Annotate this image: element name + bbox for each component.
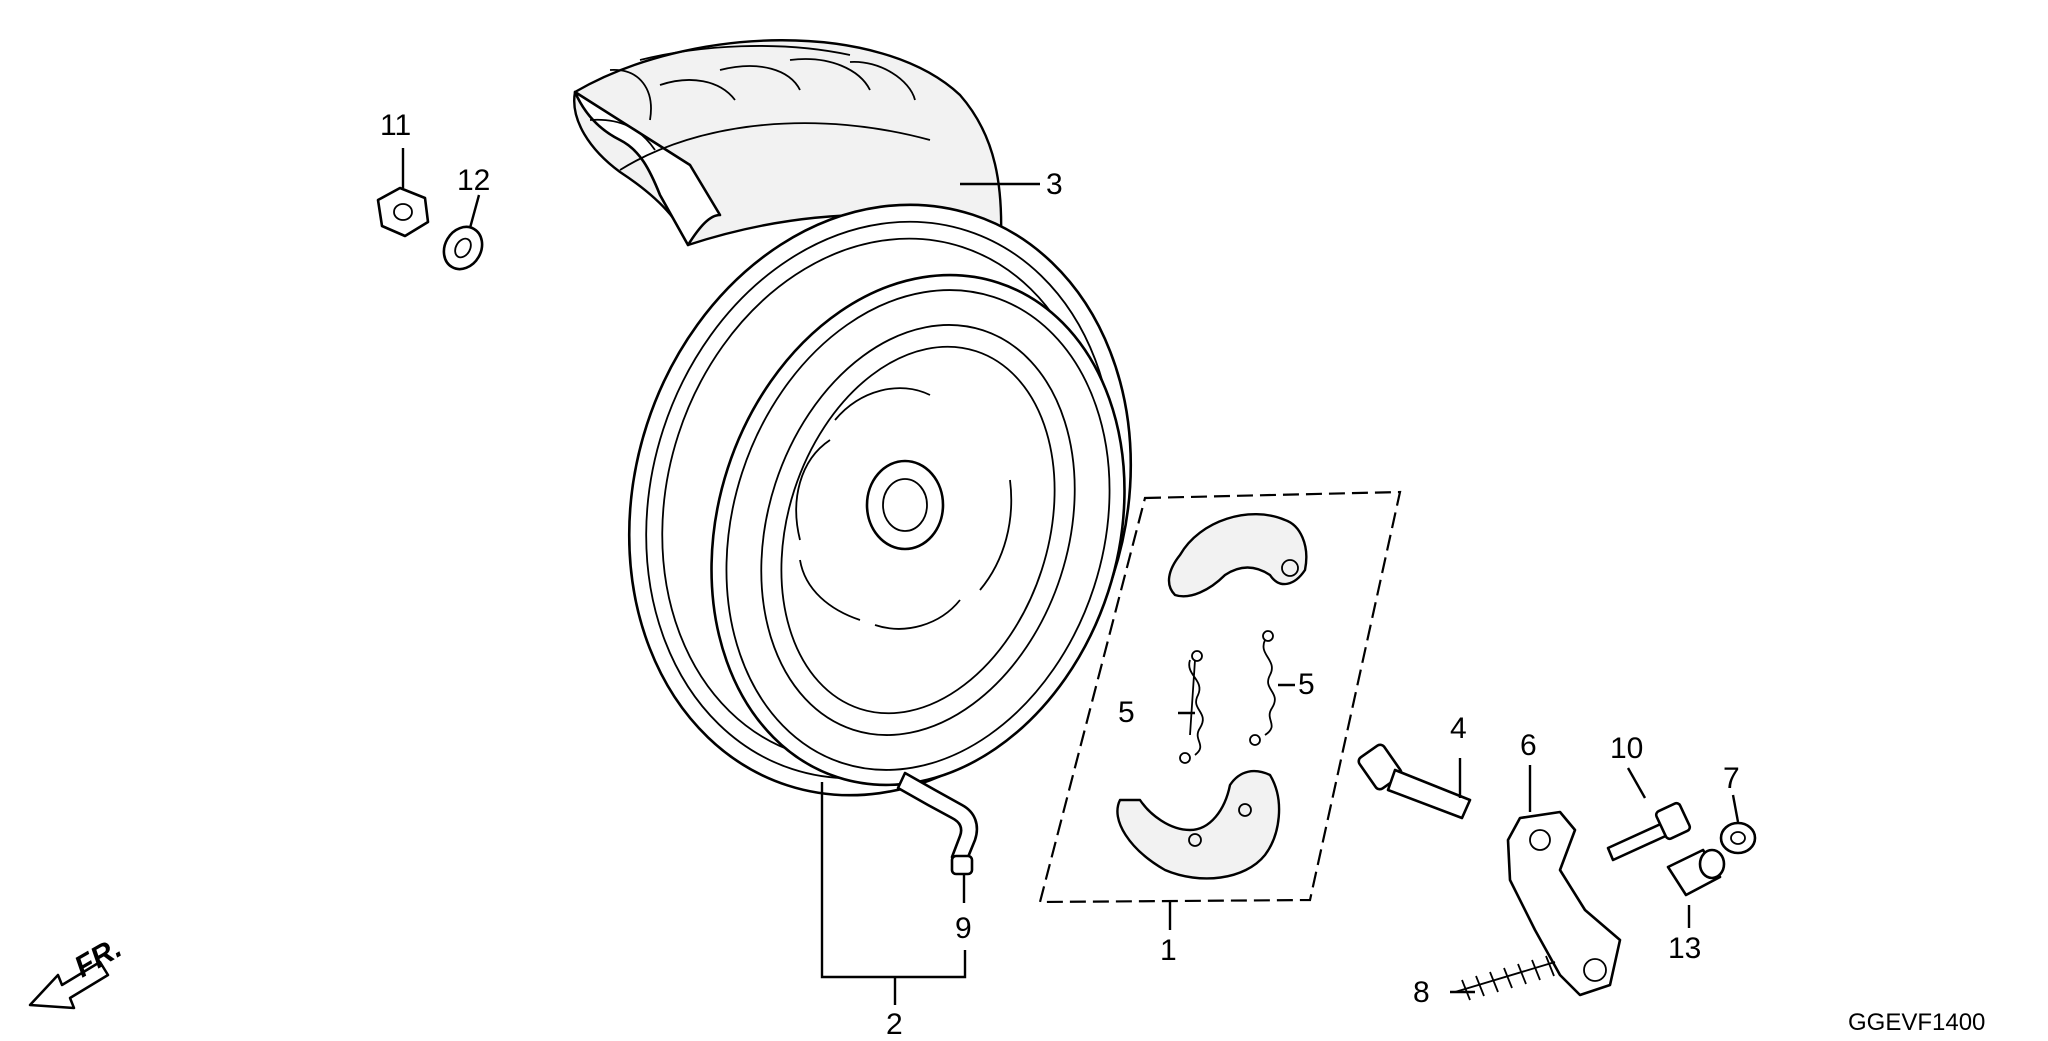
brake-kit-group-outline — [1038, 490, 1402, 904]
axle-nut-illustration — [376, 186, 430, 238]
brake-cam-illustration — [1357, 743, 1472, 820]
callout-3: 3 — [1046, 168, 1063, 201]
front-direction-arrow: FR. — [28, 931, 127, 1010]
wheel-rim-illustration — [627, 203, 1133, 797]
brake-shoe-lower-illustration — [1116, 769, 1281, 880]
diagram-code: GGEVF1400 — [1848, 1009, 1985, 1036]
callout-8: 8 — [1413, 976, 1430, 1009]
callout-labels: 1 2 3 4 5 5 6 7 8 9 10 11 12 13 — [380, 109, 1740, 1041]
callout-2: 2 — [886, 1008, 903, 1041]
callout-1: 1 — [1160, 934, 1177, 967]
bolt-illustration — [1606, 801, 1692, 862]
callout-4: 4 — [1450, 712, 1467, 745]
callout-11: 11 — [380, 109, 411, 142]
brake-spring-left-illustration — [1179, 650, 1204, 764]
brake-arm-illustration — [1506, 810, 1622, 997]
callout-9: 9 — [955, 912, 972, 945]
callout-13: 13 — [1668, 932, 1701, 965]
washer-illustration — [442, 225, 484, 271]
callout-7: 7 — [1723, 762, 1740, 795]
nut-illustration — [1719, 821, 1757, 855]
leader-lines — [401, 148, 1740, 1005]
callout-5-right: 5 — [1298, 668, 1315, 701]
arrow-icon — [28, 960, 110, 1010]
brake-spring-right-illustration — [1249, 630, 1276, 746]
callout-6: 6 — [1520, 729, 1537, 762]
callout-5-left: 5 — [1118, 696, 1135, 729]
valve-stem-illustration — [896, 771, 979, 876]
callout-12: 12 — [457, 164, 490, 197]
collar-illustration — [1666, 848, 1726, 897]
spring-illustration — [1454, 955, 1556, 1001]
callout-10: 10 — [1610, 732, 1643, 765]
brake-shoe-upper-illustration — [1167, 513, 1308, 598]
